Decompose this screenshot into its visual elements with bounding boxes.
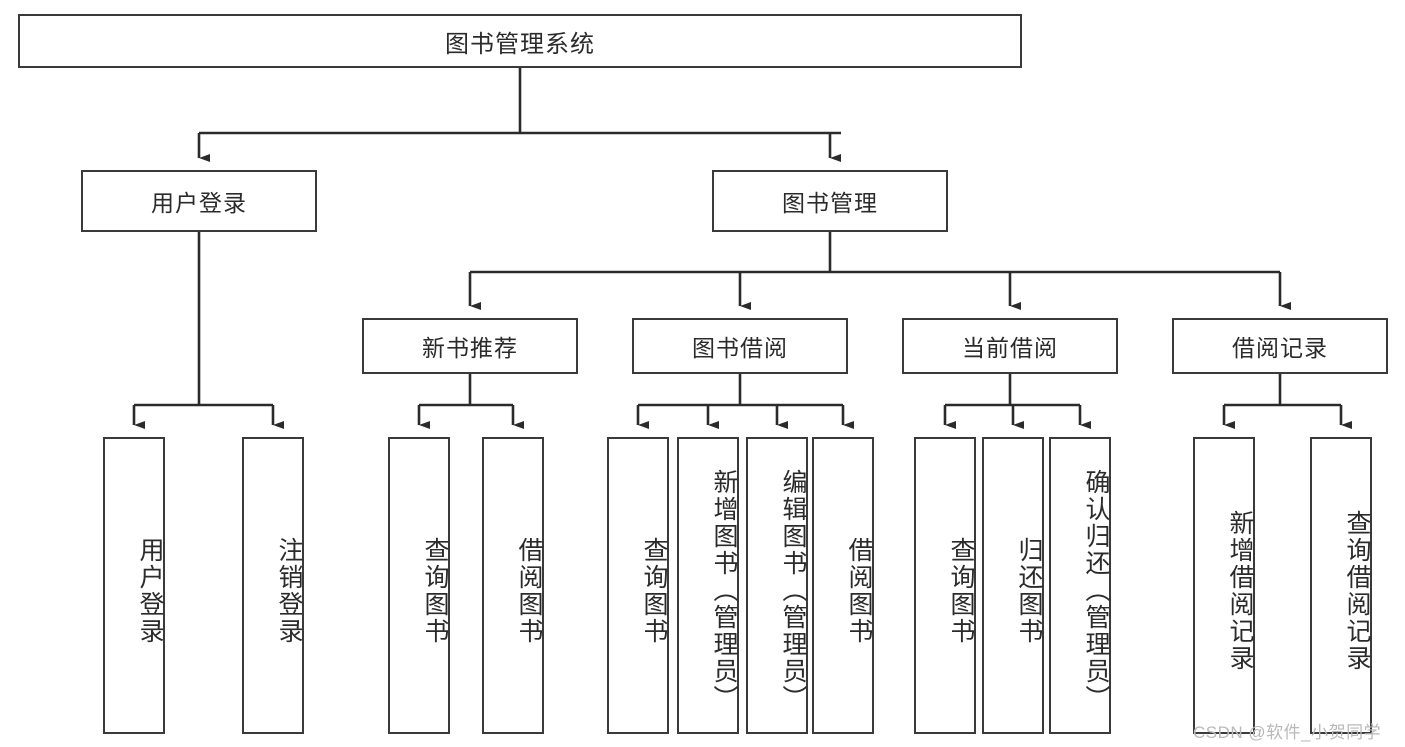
node-leaf-borrow-book-label: 借阅图书 <box>845 536 873 645</box>
node-root-label: 图书管理系统 <box>445 30 595 58</box>
node-leaf-user-login-label: 用户登录 <box>136 536 164 645</box>
node-user-login[interactable]: 用户登录 <box>81 170 317 232</box>
watermark-text: CSDN @软件_小贺同学 <box>1193 723 1382 742</box>
node-root[interactable]: 图书管理系统 <box>18 14 1022 68</box>
node-leaf-query-borrow-record-label: 查询借阅记录 <box>1343 509 1371 672</box>
node-leaf-query-book-borrow-label: 查询图书 <box>640 536 668 645</box>
node-leaf-logout[interactable]: 注销登录 <box>242 437 304 734</box>
node-user-login-label: 用户登录 <box>151 190 247 216</box>
node-leaf-add-borrow-record[interactable]: 新增借阅记录 <box>1193 437 1255 734</box>
node-book-manage[interactable]: 图书管理 <box>712 170 948 232</box>
node-leaf-edit-book-label: 编辑图书（管理员） <box>779 469 807 712</box>
node-borrow-record-label: 借阅记录 <box>1232 335 1328 361</box>
node-current-borrow-label: 当前借阅 <box>962 335 1058 361</box>
node-new-book-recommend-label: 新书推荐 <box>422 335 518 361</box>
node-current-borrow[interactable]: 当前借阅 <box>902 318 1118 374</box>
node-leaf-query-book-current[interactable]: 查询图书 <box>914 437 976 734</box>
node-leaf-add-book[interactable]: 新增图书（管理员） <box>677 437 739 734</box>
node-leaf-user-login[interactable]: 用户登录 <box>103 437 165 734</box>
node-book-borrow-label: 图书借阅 <box>692 335 788 361</box>
node-book-manage-label: 图书管理 <box>782 190 878 216</box>
node-leaf-borrow-book-recommend-label: 借阅图书 <box>515 536 543 645</box>
node-leaf-add-book-label: 新增图书（管理员） <box>710 469 738 712</box>
node-borrow-record[interactable]: 借阅记录 <box>1172 318 1388 374</box>
node-leaf-query-book-borrow[interactable]: 查询图书 <box>607 437 669 734</box>
node-leaf-logout-label: 注销登录 <box>275 536 303 645</box>
node-new-book-recommend[interactable]: 新书推荐 <box>362 318 578 374</box>
node-leaf-return-book[interactable]: 归还图书 <box>982 437 1044 734</box>
node-leaf-return-book-label: 归还图书 <box>1015 536 1043 645</box>
node-leaf-confirm-return-label: 确认归还（管理员） <box>1082 469 1110 712</box>
node-leaf-borrow-book[interactable]: 借阅图书 <box>812 437 874 734</box>
node-leaf-confirm-return[interactable]: 确认归还（管理员） <box>1049 437 1111 734</box>
node-book-borrow[interactable]: 图书借阅 <box>632 318 848 374</box>
node-leaf-query-book-recommend-label: 查询图书 <box>421 536 449 645</box>
node-leaf-query-borrow-record[interactable]: 查询借阅记录 <box>1310 437 1372 734</box>
node-leaf-borrow-book-recommend[interactable]: 借阅图书 <box>482 437 544 734</box>
node-leaf-query-book-current-label: 查询图书 <box>947 536 975 645</box>
node-leaf-edit-book[interactable]: 编辑图书（管理员） <box>746 437 808 734</box>
node-leaf-query-book-recommend[interactable]: 查询图书 <box>388 437 450 734</box>
node-leaf-add-borrow-record-label: 新增借阅记录 <box>1226 509 1254 672</box>
